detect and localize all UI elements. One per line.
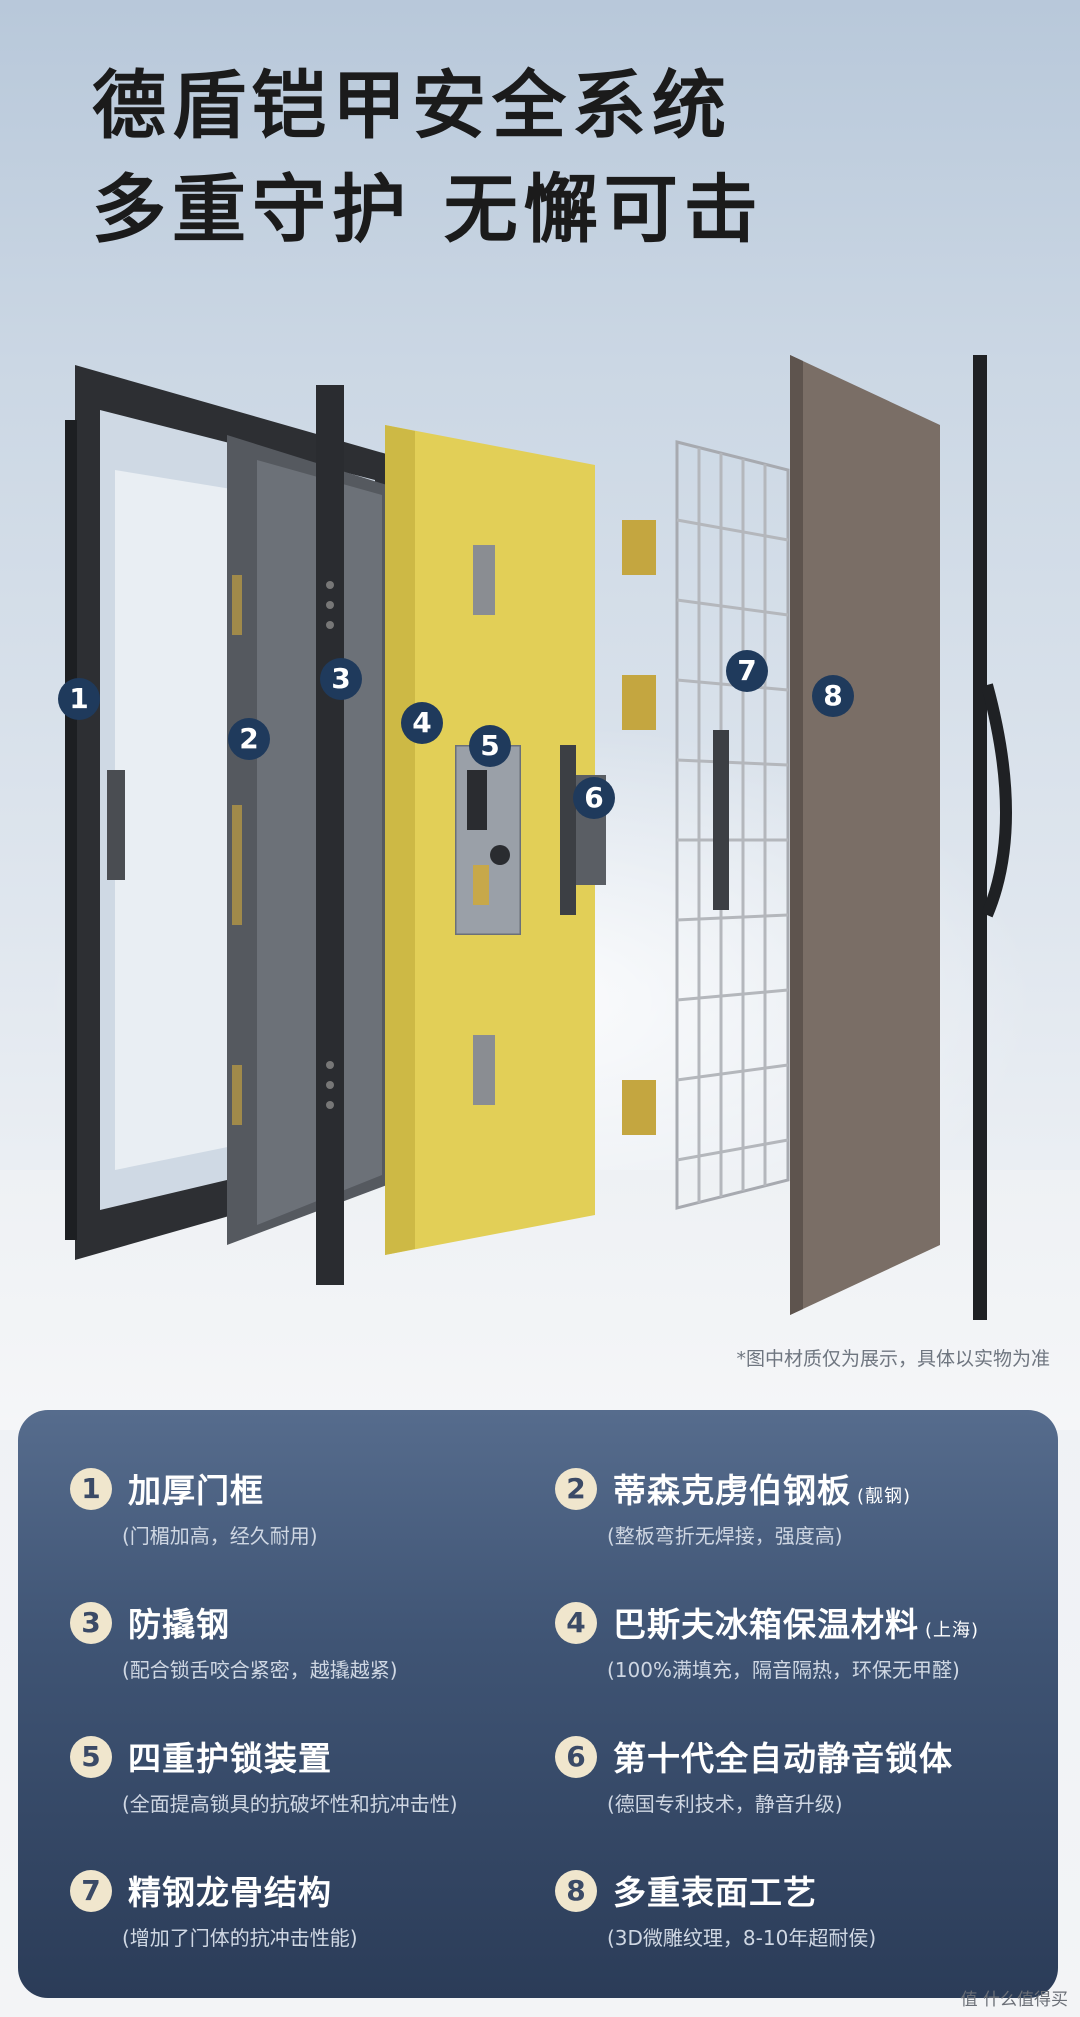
marker-2: 2	[228, 718, 270, 760]
marker-6: 6	[573, 777, 615, 819]
feature-number-badge: 8	[555, 1870, 597, 1912]
lock-body-layer	[560, 745, 606, 915]
feature-description: (3D微雕纹理，8-10年超耐侯)	[607, 1926, 877, 1950]
feature-number-badge: 3	[70, 1602, 112, 1644]
feature-description: (配合锁舌咬合紧密，越撬越紧)	[122, 1658, 398, 1682]
feature-title: 多重表面工艺	[613, 1873, 817, 1912]
feature-item-6: 6 第十代全自动静音锁体 (德国专利技术，静音升级)	[555, 1736, 1035, 1846]
hinges-column	[622, 520, 656, 1135]
steel-plate-layer	[227, 435, 387, 1245]
feature-number-badge: 7	[70, 1870, 112, 1912]
feature-title: 加厚门框	[128, 1471, 264, 1510]
door-handle	[973, 355, 1012, 1320]
marker-8: 8	[812, 675, 854, 717]
feature-number-badge: 5	[70, 1736, 112, 1778]
feature-item-7: 7 精钢龙骨结构 (增加了门体的抗冲击性能)	[70, 1870, 550, 1980]
site-watermark: 值 什么值得买	[960, 1990, 1068, 2010]
headline-line-1: 德盾铠甲安全系统	[92, 63, 732, 149]
headline-line-2: 多重守护 无懈可击	[92, 167, 764, 253]
outer-panel-layer	[790, 355, 940, 1315]
marker-5: 5	[469, 725, 511, 767]
feature-item-8: 8 多重表面工艺 (3D微雕纹理，8-10年超耐侯)	[555, 1870, 1035, 1980]
feature-number-badge: 6	[555, 1736, 597, 1778]
feature-title: 四重护锁装置	[128, 1739, 332, 1778]
feature-description: (整板弯折无焊接，强度高)	[607, 1524, 843, 1548]
anti-pry-steel-layer	[316, 385, 344, 1285]
feature-item-1: 1 加厚门框 (门楣加高，经久耐用)	[70, 1468, 550, 1578]
feature-number-badge: 1	[70, 1468, 112, 1510]
feature-item-3: 3 防撬钢 (配合锁舌咬合紧密，越撬越紧)	[70, 1602, 550, 1712]
marker-7: 7	[726, 650, 768, 692]
feature-description: (全面提高锁具的抗破坏性和抗冲击性)	[122, 1792, 458, 1816]
feature-item-4: 4 巴斯夫冰箱保温材料(上海) (100%满填充，隔音隔热，环保无甲醛)	[555, 1602, 1035, 1712]
marker-1: 1	[58, 678, 100, 720]
feature-description: (100%满填充，隔音隔热，环保无甲醛)	[607, 1658, 960, 1682]
steel-grid-layer	[675, 440, 790, 1210]
feature-item-2: 2 蒂森克虏伯钢板(靓钢) (整板弯折无焊接，强度高)	[555, 1468, 1035, 1578]
feature-number-badge: 4	[555, 1602, 597, 1644]
lock-guard-box	[455, 745, 521, 935]
feature-item-5: 5 四重护锁装置 (全面提高锁具的抗破坏性和抗冲击性)	[70, 1736, 550, 1846]
marker-4: 4	[401, 702, 443, 744]
feature-description: (门楣加高，经久耐用)	[122, 1524, 318, 1548]
feature-description: (增加了门体的抗冲击性能)	[122, 1926, 358, 1950]
feature-number-badge: 2	[555, 1468, 597, 1510]
marker-3: 3	[320, 658, 362, 700]
feature-title: 巴斯夫冰箱保温材料(上海)	[613, 1605, 980, 1644]
feature-description: (德国专利技术，静音升级)	[607, 1792, 843, 1816]
feature-title: 防撬钢	[128, 1605, 230, 1644]
feature-card: 1 加厚门框 (门楣加高，经久耐用) 2 蒂森克虏伯钢板(靓钢) (整板弯折无焊…	[18, 1410, 1058, 1998]
feature-title: 精钢龙骨结构	[128, 1873, 332, 1912]
feature-title: 第十代全自动静音锁体	[613, 1739, 953, 1778]
feature-title: 蒂森克虏伯钢板(靓钢)	[613, 1471, 912, 1510]
material-disclaimer: *图中材质仅为展示，具体以实物为准	[736, 1348, 1050, 1370]
